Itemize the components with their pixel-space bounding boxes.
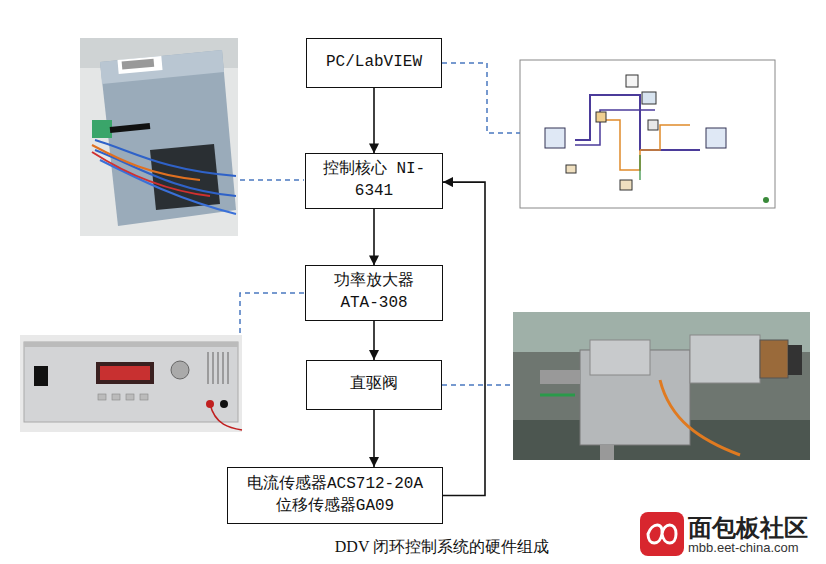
process-box: 功率放大器 ATA-308 — [305, 265, 443, 320]
flow-arrow — [373, 88, 375, 153]
labview-screenshot — [520, 60, 775, 208]
process-box: 控制核心 NI-6341 — [305, 153, 443, 208]
box-label: 直驱阀 — [350, 374, 398, 396]
watermark-text: mbb.eet-china.com — [688, 540, 799, 555]
text-stack: 功率放大器 ATA-308 — [314, 271, 434, 314]
process-box: 电流传感器ACS712-20A 位移传感器GA09 — [227, 467, 443, 524]
process-box: 直驱阀 — [306, 360, 442, 410]
watermark-text: 面包板社区 — [688, 512, 808, 544]
text-stack: PC/LabVIEW — [326, 52, 422, 74]
ni-device-photo — [80, 38, 238, 236]
watermark-logo — [640, 512, 684, 556]
process-box: PC/LabVIEW — [306, 38, 442, 88]
box-label: 电流传感器ACS712-20A 位移传感器GA09 — [236, 474, 434, 517]
valve-photo — [513, 312, 810, 460]
box-label: PC/LabVIEW — [326, 52, 422, 74]
flow-arrow — [373, 321, 375, 360]
flow-arrow — [443, 182, 485, 495]
flow-arrow — [373, 209, 375, 266]
figure-caption: DDV 闭环控制系统的硬件组成 — [335, 537, 549, 558]
box-label: 功率放大器 ATA-308 — [314, 271, 434, 314]
text-stack: 直驱阀 — [350, 374, 398, 396]
flow-arrow — [373, 410, 375, 467]
text-stack: 控制核心 NI-6341 — [314, 159, 434, 202]
text-stack: 电流传感器ACS712-20A 位移传感器GA09 — [236, 474, 434, 517]
dashed-leader — [240, 63, 520, 385]
box-label: 控制核心 NI-6341 — [314, 159, 434, 202]
amplifier-photo — [20, 335, 242, 432]
